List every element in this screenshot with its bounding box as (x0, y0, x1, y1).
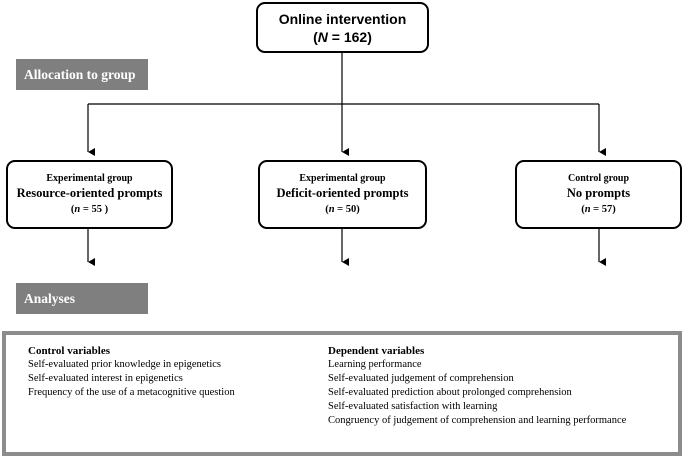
deficit-oriented-group-box: Experimental group Deficit-oriented prom… (258, 160, 427, 229)
group-type: Control group (567, 172, 630, 184)
variables-frame (2, 331, 682, 456)
allocation-stage-label: Allocation to group (16, 59, 148, 90)
group-sample-size: (n = 50) (325, 203, 360, 215)
intervention-sample-size: (N = 162) (313, 28, 372, 45)
dependent-variable-item: Congruency of judgement of comprehension… (328, 415, 627, 426)
group-type: Experimental group (299, 172, 386, 184)
group-sample-size: (n = 55 ) (70, 203, 109, 215)
control-variable-item: Frequency of the use of a metacognitive … (28, 387, 235, 398)
online-intervention-box: Online intervention (N = 162) (256, 2, 429, 53)
group-type: Experimental group (46, 172, 133, 184)
analyses-stage-label: Analyses (16, 283, 148, 314)
intervention-title: Online intervention (278, 10, 407, 27)
dependent-variable-item: Self-evaluated satisfaction with learnin… (328, 401, 498, 412)
control-variables-heading: Control variables (28, 345, 110, 357)
group-name: Deficit-oriented prompts (276, 185, 409, 200)
group-name: No prompts (566, 185, 631, 200)
dependent-variable-item: Self-evaluated prediction about prolonge… (328, 387, 572, 398)
control-group-box: Control group No prompts (n = 57) (515, 160, 682, 229)
control-variable-item: Self-evaluated interest in epigenetics (28, 373, 183, 384)
control-variables-list: Control variables Self-evaluated prior k… (28, 344, 235, 400)
dependent-variables-heading: Dependent variables (328, 345, 425, 357)
resource-oriented-group-box: Experimental group Resource-oriented pro… (6, 160, 173, 229)
dependent-variables-list: Dependent variables Learning performance… (328, 344, 626, 428)
dependent-variable-item: Learning performance (328, 359, 422, 370)
group-name: Resource-oriented prompts (16, 185, 163, 200)
group-sample-size: (n = 57) (581, 203, 616, 215)
dependent-variable-item: Self-evaluated judgement of comprehensio… (328, 373, 514, 384)
control-variable-item: Self-evaluated prior knowledge in epigen… (28, 359, 222, 370)
